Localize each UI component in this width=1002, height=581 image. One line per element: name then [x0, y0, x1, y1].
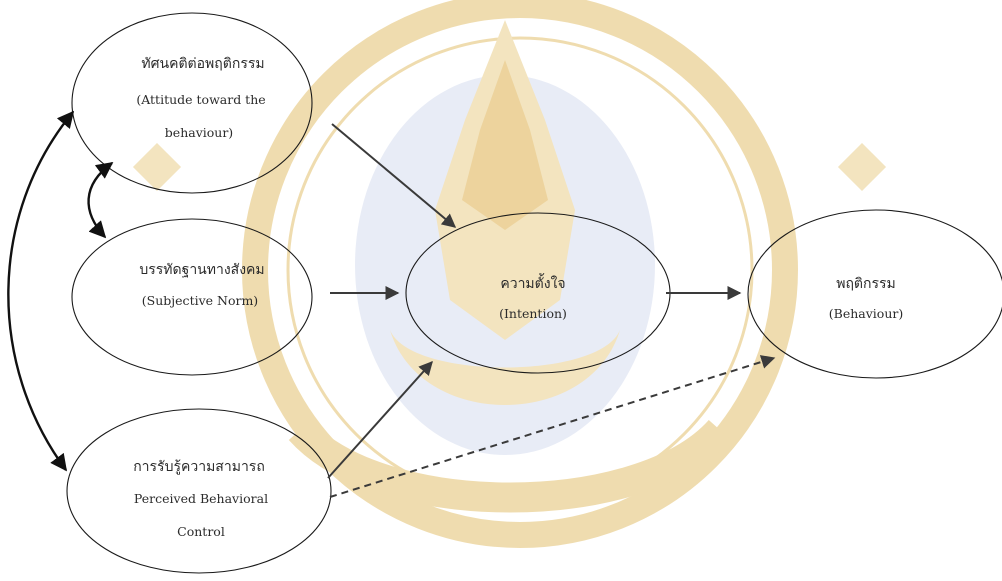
arrow-attitude-to-intention: [331, 123, 457, 228]
curve-attitude-pbc: [7, 110, 75, 472]
pbc-en-label-1: Perceived Behavioral: [134, 491, 268, 506]
watermark-seal: [132, 0, 887, 548]
pbc-thai-label: การรับรู้ความสามารถ: [133, 459, 265, 475]
norm-en-label: (Subjective Norm): [142, 293, 258, 308]
pbc-en-label-2: Control: [177, 524, 225, 539]
curve-attitude-norm: [87, 162, 114, 239]
attitude-en-label-2: behaviour): [165, 125, 233, 140]
pbc-ellipse: [66, 408, 332, 574]
behaviour-ellipse: [747, 209, 1002, 379]
attitude-en-label-1: (Attitude toward the: [136, 92, 265, 107]
behaviour-thai-label: พฤติกรรม: [836, 276, 896, 292]
arrow-pbc-to-intention: [327, 360, 433, 479]
intention-en-label: (Intention): [499, 306, 567, 321]
intention-thai-label: ความตั้งใจ: [500, 273, 565, 292]
behaviour-en-label: (Behaviour): [829, 306, 903, 321]
arrow-pbc-to-behaviour-dashed: [329, 355, 776, 498]
norm-thai-label: บรรทัดฐานทางสังคม: [139, 262, 264, 278]
attitude-ellipse: [71, 12, 313, 194]
attitude-thai-label: ทัศนคติต่อพฤติกรรม: [141, 56, 264, 72]
